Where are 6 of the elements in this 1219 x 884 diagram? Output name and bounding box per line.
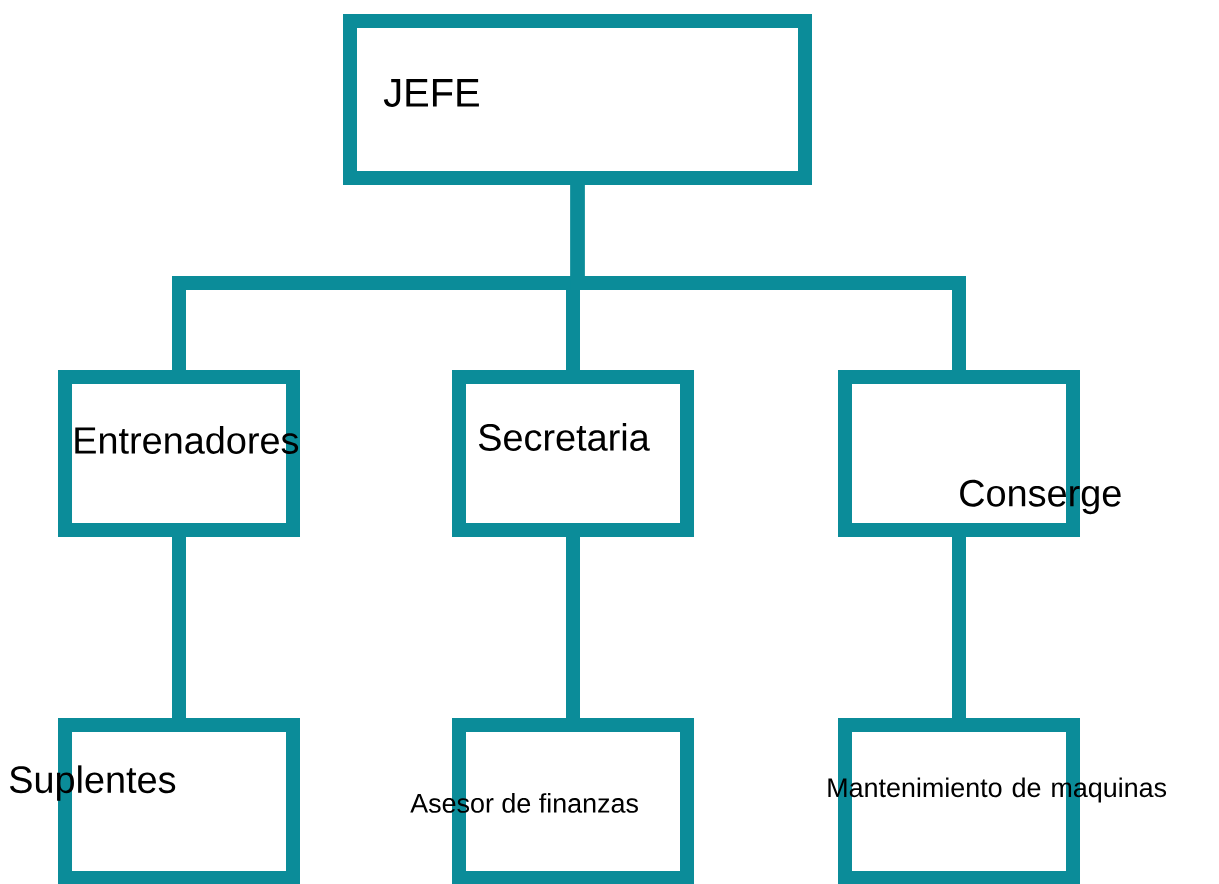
box-label: Secretaria bbox=[478, 423, 650, 451]
connector-line bbox=[952, 537, 966, 718]
connector-line bbox=[570, 185, 966, 370]
connector-line bbox=[172, 537, 186, 718]
connector-line bbox=[566, 537, 580, 718]
box-label: JEFE bbox=[383, 79, 479, 107]
